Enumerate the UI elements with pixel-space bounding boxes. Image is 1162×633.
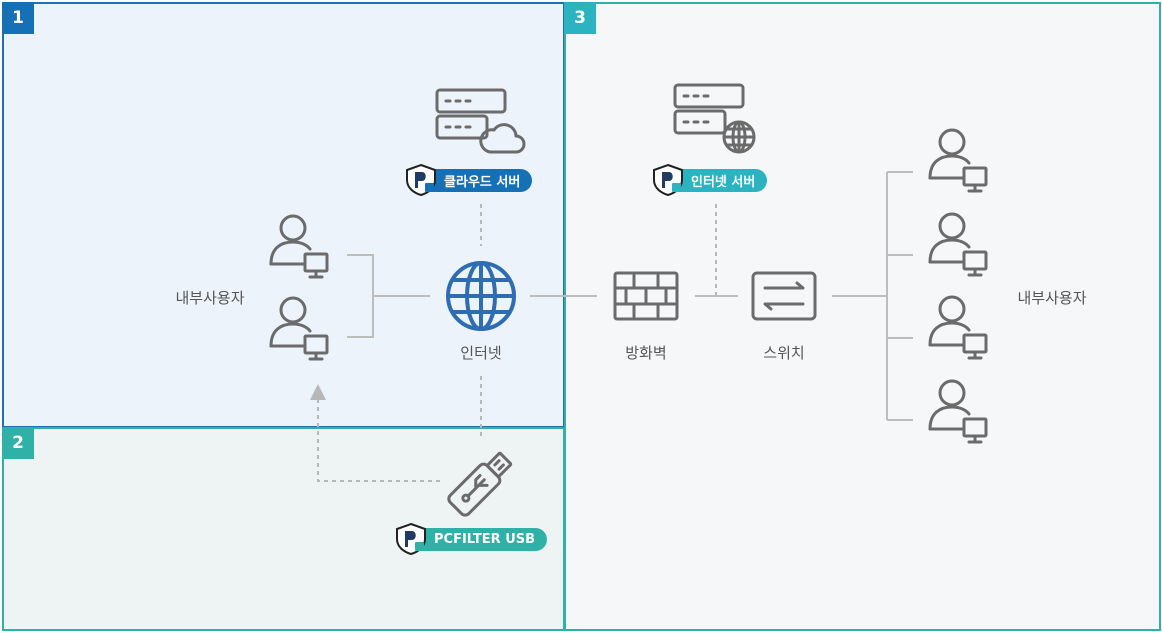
zone-3-panel: [564, 2, 1161, 631]
pcfilter-usb-badge-label: PCFILTER USB: [434, 532, 536, 547]
zone-3-number: 3: [564, 2, 596, 34]
internal-users-label-left: 내부사용자: [175, 289, 245, 307]
zone-1-number: 1: [2, 2, 34, 34]
firewall-label: 방화벽: [625, 344, 667, 362]
user-pc-icon: [269, 296, 329, 361]
user-pc-icon: [269, 214, 329, 279]
connector-lines: [347, 171, 913, 421]
cloud-server-icon: [435, 88, 526, 154]
zone-2-number: 2: [2, 427, 34, 459]
pcfilter-shield-icon: [653, 163, 683, 197]
internal-users-label-right: 내부사용자: [1017, 289, 1087, 307]
cloud-server-badge: 클라우드 서버: [406, 163, 533, 197]
user-pc-icon: [928, 379, 988, 444]
cloud-server-badge-label: 클라우드 서버: [444, 175, 521, 190]
pcfilter-usb-badge: PCFILTER USB: [396, 522, 548, 556]
web-server-icon: [673, 83, 756, 154]
usb-to-users-dashed-arrow: [310, 384, 440, 482]
pcfilter-shield-icon: [396, 522, 426, 556]
internet-server-badge: 인터넷 서버: [653, 163, 768, 197]
usb-drive-icon: [447, 451, 513, 517]
internet-server-badge-label: 인터넷 서버: [691, 175, 756, 190]
globe-icon: [446, 261, 516, 331]
internet-label: 인터넷: [460, 344, 502, 362]
user-pc-icon: [928, 212, 988, 277]
left-users-bracket: [347, 254, 374, 338]
switch-icon: [751, 271, 817, 321]
switch-label: 스위치: [763, 344, 805, 362]
pcfilter-shield-icon: [406, 163, 436, 197]
user-pc-icon: [928, 128, 988, 193]
user-pc-icon: [928, 295, 988, 360]
zone-1-panel: [2, 2, 565, 428]
right-users-bracket: [886, 171, 913, 421]
dashed-links: [310, 204, 717, 482]
firewall-icon: [613, 271, 679, 321]
